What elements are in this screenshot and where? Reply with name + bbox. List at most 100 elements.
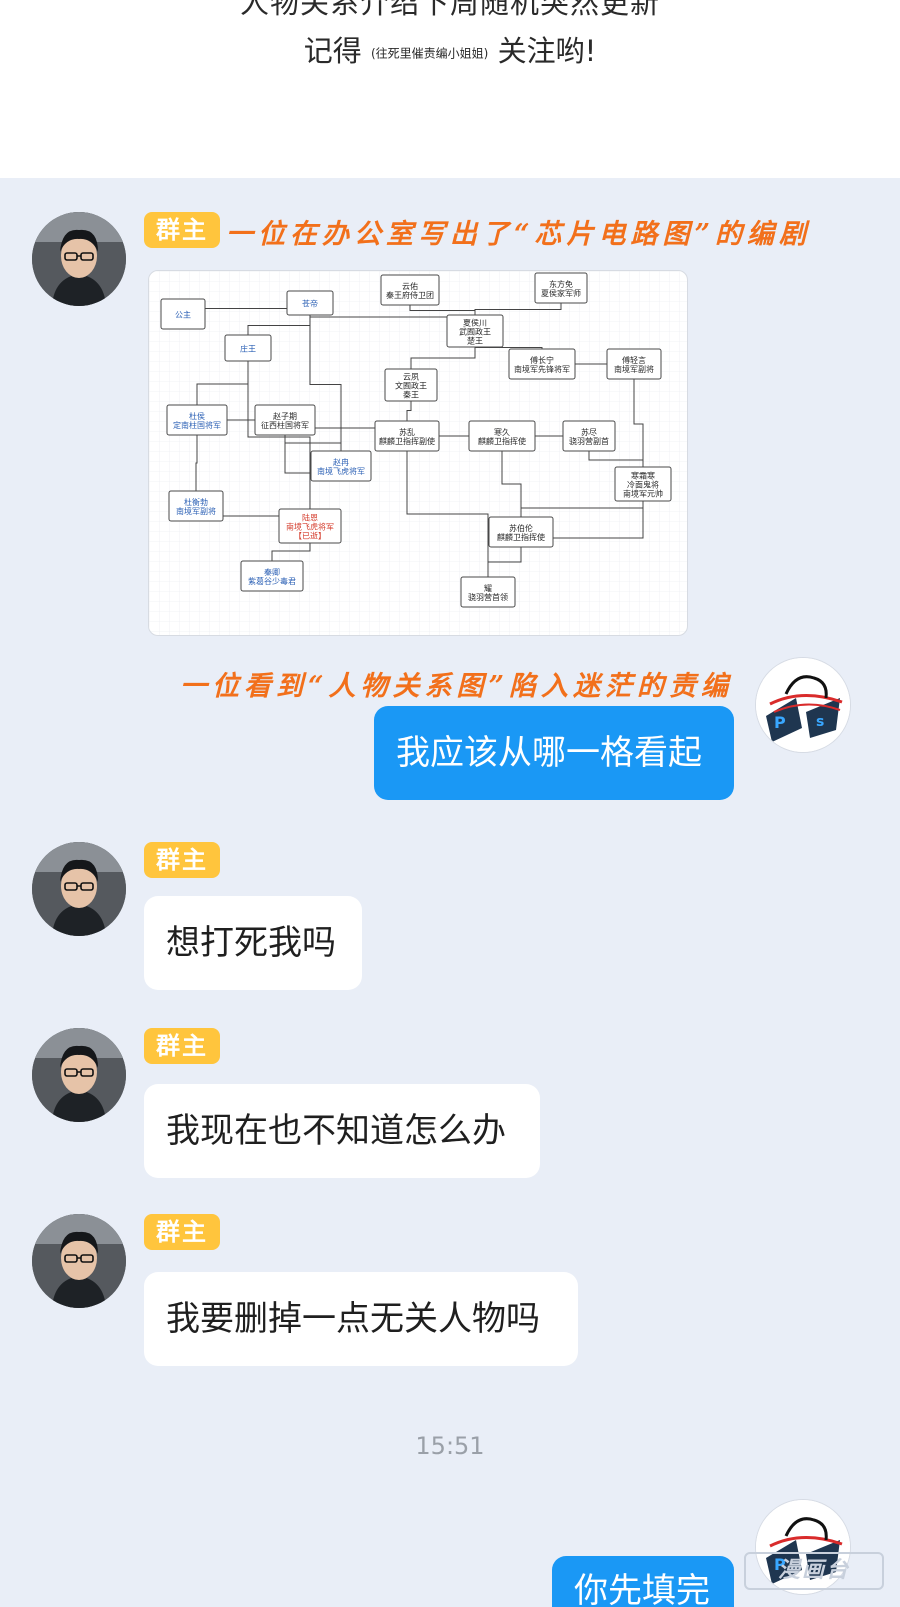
flowchart-edge [309,303,344,467]
flowchart-node-label: 麒麟卫指挥使 [497,532,545,542]
flowchart-node-label: 傅长宁 [530,355,554,365]
flowchart-image[interactable]: 公主苍帝云佑秦王府侍卫团东方免夏侯家军师夏侯川武囿政王楚王庄王傅长宁南境军先锋将… [148,270,688,636]
person-glasses-icon [32,1028,126,1122]
message-bubble-out[interactable]: 你先填完 [552,1556,734,1607]
flowchart-node-label: 定南柱国将军 [173,420,221,430]
flowchart-node-gongzhu: 公主 [160,298,206,330]
watermark-logo: 漫画台 [744,1552,884,1590]
caption-writer: 一位在办公室写出了“芯片电路图”的编剧 [226,219,812,250]
flowchart-node-label: 冷面鬼将 [627,480,659,490]
flowchart-node-label: 陆恩 [302,513,318,523]
flowchart-node-label: 庄王 [240,344,256,354]
flowchart-node-label: 南境军元帅 [623,489,663,499]
flowchart-node-label: 苏乱 [399,427,415,437]
flowchart-edge [247,348,313,527]
avatar-group-owner[interactable] [32,1028,126,1122]
flowchart-node-label: 文囿政王 [395,381,427,391]
caption-editor: 一位看到“人物关系图”陷入迷茫的责编 [180,671,734,702]
flowchart-node-label: 麒麟卫指挥使 [478,436,526,446]
flowchart-node-label: 公主 [175,310,191,320]
flowchart-node-label: 寒久 [494,427,510,437]
flowchart-node-label: 苏尽 [581,427,597,437]
flowchart-node-label: 东方免 [549,279,573,289]
banner-line-2: 记得 (往死里催责编小姐姐) 关注哟! [0,28,900,70]
flowchart-node-label: 【已逝】 [294,531,326,541]
svg-text:P: P [774,1555,786,1574]
banner-line-1: 人物关系介绍下周随机突然更新 [239,0,660,20]
flowchart-node-label: 武囿政王 [459,327,491,337]
person-glasses-icon [32,842,126,936]
role-tag-group-owner: 群主 [144,212,220,248]
flowchart-node-label: 赵冉 [333,457,349,467]
banner-note: (往死里催责编小姐姐) [371,46,489,61]
flowchart-node-label: 寒霜寒 [631,471,655,481]
svg-text:P: P [774,713,786,732]
flowchart-node-label: 耀 [484,584,492,593]
message-bubble-in[interactable]: 我要删掉一点无关人物吗 [144,1272,578,1366]
flowchart-node-label: 骁羽营首领 [468,592,508,602]
flowchart-node-label: 南境军副将 [176,506,216,516]
flowchart-node-label: 傅轻言 [622,355,646,365]
flowchart-node-label: 麒麟卫指挥副使 [379,436,435,446]
flowchart-node-label: 夏侯川 [463,319,487,328]
flowchart-node-label: 南境军副将 [614,364,654,374]
flowchart-node-label: 征西柱国将军 [261,420,309,430]
avatar-editor[interactable]: P s [756,658,850,752]
svg-text:s: s [816,714,824,730]
flowchart-edge [501,436,524,533]
message-timestamp: 15:51 [415,1432,485,1460]
flowchart-edge [193,420,199,507]
role-tag-group-owner: 群主 [144,1028,220,1064]
flowchart-node-label: 秦卿 [264,567,280,577]
ps-logo-icon: P [756,1500,850,1594]
message-bubble-in[interactable]: 我现在也不知道怎么办 [144,1084,540,1178]
role-tag-group-owner: 群主 [144,842,220,878]
flowchart-node-label: 云夙 [403,373,419,382]
flowchart-node-label: 苏伯伦 [509,523,533,533]
avatar-group-owner[interactable] [32,212,126,306]
flowchart-nodes: 公主苍帝云佑秦王府侍卫团东方免夏侯家军师夏侯川武囿政王楚王庄王傅长宁南境军先锋将… [160,272,672,608]
flowchart-node-label: 紫葛谷少毒君 [248,576,296,586]
ps-logo-icon: P s [756,658,850,752]
person-glasses-icon [32,1214,126,1308]
banner-prefix: 记得 [303,34,362,68]
relationship-flowchart: 公主苍帝云佑秦王府侍卫团东方免夏侯家军师夏侯川武囿政王楚王庄王傅长宁南境军先锋将… [149,271,687,635]
flowchart-node-cangdi: 苍帝 [286,290,334,316]
flowchart-node-label: 杜衡勃 [184,497,208,507]
flowchart-node-label: 苍帝 [302,299,318,309]
flowchart-node-label: 骁羽营副首 [569,436,609,446]
flowchart-node-label: 赵子期 [273,411,297,421]
flowchart-node-zhuangwang: 庄王 [224,334,272,362]
person-glasses-icon [32,212,126,306]
top-banner: 人物关系介绍下周随机突然更新 记得 (往死里催责编小姐姐) 关注哟! [0,0,900,178]
role-tag-group-owner: 群主 [144,1214,220,1250]
flowchart-node-label: 夏侯家军师 [541,288,581,298]
flowchart-node-label: 秦王 [403,390,419,400]
flowchart-node-label: 南境军先锋将军 [514,364,570,374]
flowchart-edge [633,364,646,485]
message-bubble-in[interactable]: 想打死我吗 [144,896,362,990]
flowchart-node-label: 南境飞虎将军 [286,522,334,532]
flowchart-edge [485,484,644,593]
message-bubble-out[interactable]: 我应该从哪一格看起 [374,706,734,800]
avatar-editor[interactable]: P [756,1500,850,1594]
banner-suffix: 关注哟! [497,34,597,68]
avatar-group-owner[interactable] [32,1214,126,1308]
avatar-group-owner[interactable] [32,842,126,936]
flowchart-node-label: 云佑 [402,281,418,291]
